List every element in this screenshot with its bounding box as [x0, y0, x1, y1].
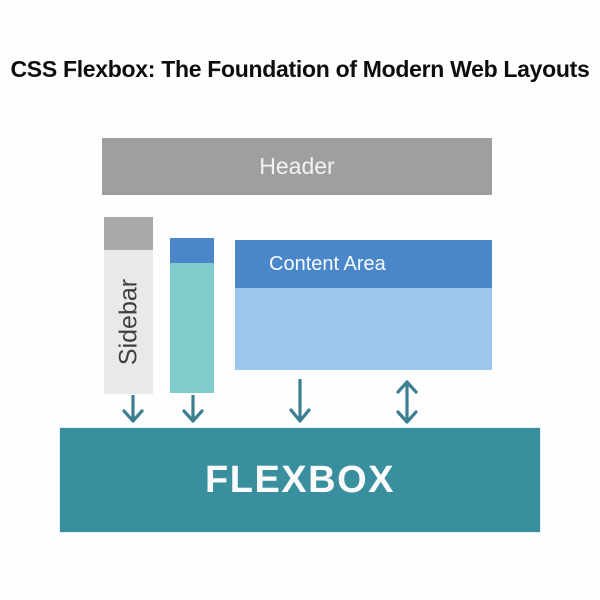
teal-column [170, 238, 214, 393]
page-title: CSS Flexbox: The Foundation of Modern We… [10, 56, 590, 82]
sidebar-column: Sidebar [104, 217, 153, 394]
teal-column-body [170, 263, 214, 393]
sidebar-label: Sidebar [114, 278, 142, 366]
teal-column-cap [170, 238, 214, 263]
down-arrow-icon [287, 379, 313, 425]
header-bar: Header [102, 138, 492, 195]
down-arrow-icon [180, 395, 206, 425]
content-area-header: Content Area [235, 240, 492, 288]
header-bar-label: Header [259, 153, 335, 179]
sidebar-body: Sidebar [104, 250, 153, 394]
flexbox-bar: FLEXBOX [60, 428, 540, 532]
content-area: Content Area [235, 240, 492, 370]
content-area-label: Content Area [269, 252, 386, 275]
down-arrow-icon [120, 395, 146, 425]
double-vertical-arrow-icon [394, 380, 420, 424]
flexbox-label: FLEXBOX [205, 458, 395, 501]
sidebar-cap [104, 217, 153, 250]
content-area-body [235, 288, 492, 370]
